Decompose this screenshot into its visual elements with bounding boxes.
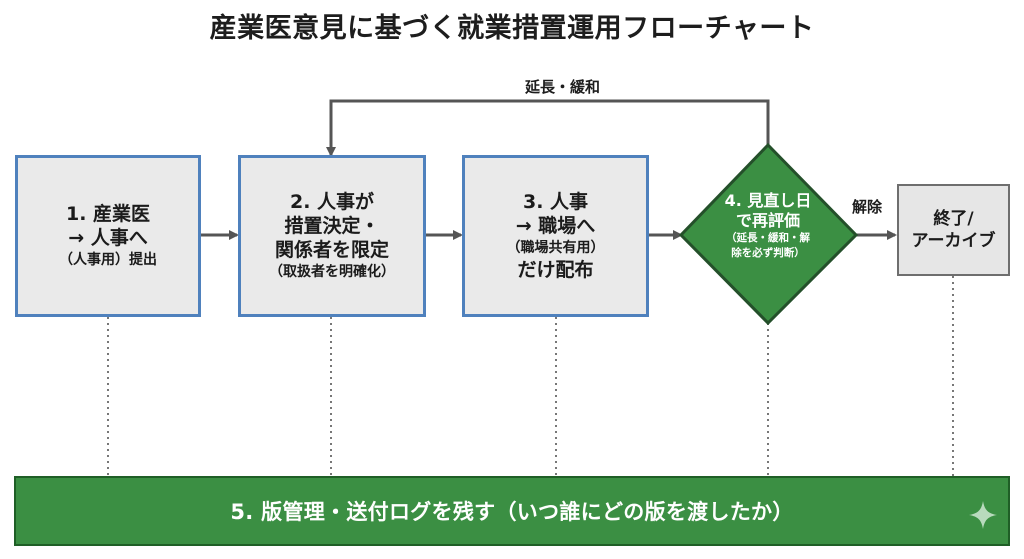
step-2-line-1: 2. 人事が xyxy=(289,191,375,213)
sparkle-icon xyxy=(969,501,997,529)
step-1-sub: （人事用）提出 xyxy=(59,252,157,268)
step-3-box: 3. 人事 → 職場へ （職場共有用） だけ配布 xyxy=(462,155,649,317)
step-2-line-2: 措置決定・ xyxy=(284,215,380,237)
end-box: 終了/ アーカイブ xyxy=(897,184,1010,276)
loop-label: 延長・緩和 xyxy=(525,78,601,96)
decision-diamond xyxy=(678,142,859,326)
step-4-sub-2: 除を必ず判断） xyxy=(731,247,805,259)
step-3-line-1: 3. 人事 xyxy=(522,191,589,213)
step-5-label: 5. 版管理・送付ログを残す（いつ誰にどの版を渡したか） xyxy=(230,500,794,524)
step-1-box: 1. 産業医 → 人事へ （人事用）提出 xyxy=(15,155,201,317)
page-title: 産業医意見に基づく就業措置運用フローチャート xyxy=(209,13,815,44)
end-line-1: 終了/ xyxy=(933,209,974,229)
step-4-line-2: で再評価 xyxy=(735,211,800,230)
step-4-line-1: 4. 見直し日 xyxy=(724,191,812,210)
step-3-line-2: → 職場へ xyxy=(515,215,596,237)
end-line-2: アーカイブ xyxy=(911,231,996,251)
step-2-sub: （取扱者を明確化） xyxy=(269,264,395,280)
step-3-tail: だけ配布 xyxy=(517,259,594,281)
step-4-sub-1: （延長・緩和・解 xyxy=(726,232,810,244)
release-label: 解除 xyxy=(852,198,883,216)
step-1-line-1: 1. 産業医 xyxy=(65,203,151,225)
step-2-line-3: 関係者を限定 xyxy=(274,239,389,261)
step-3-sub: （職場共有用） xyxy=(506,240,605,256)
step-5-bar: 5. 版管理・送付ログを残す（いつ誰にどの版を渡したか） xyxy=(14,476,1010,546)
step-1-line-2: → 人事へ xyxy=(68,227,148,249)
step-2-box: 2. 人事が 措置決定・ 関係者を限定 （取扱者を明確化） xyxy=(238,155,426,317)
loop-back-arrow xyxy=(326,99,770,157)
step-4-text: 4. 見直し日 で再評価 （延長・緩和・解 除を必ず判断） xyxy=(700,191,836,261)
